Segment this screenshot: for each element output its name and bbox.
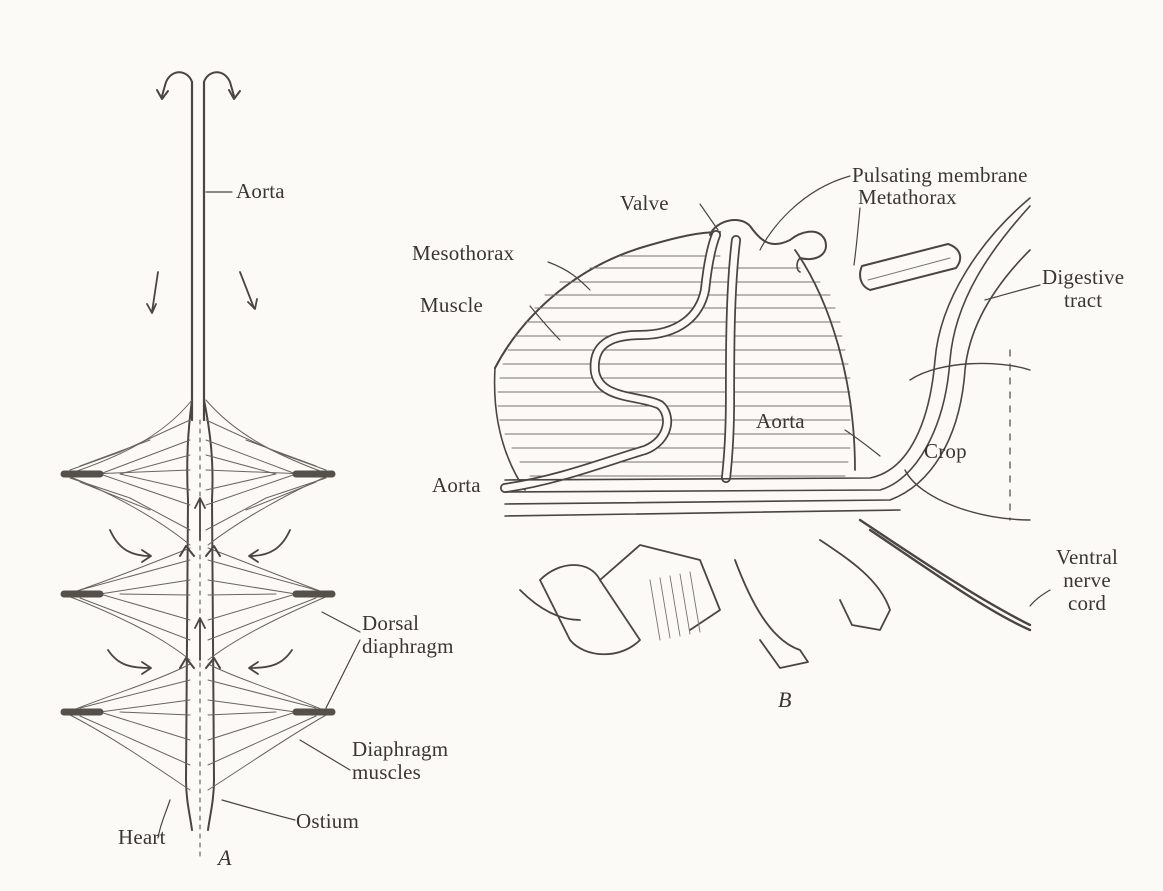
- label-mesothorax: Mesothorax: [412, 242, 514, 265]
- label-aorta-a: Aorta: [236, 180, 285, 203]
- pulsating-membrane: [710, 220, 826, 259]
- label-aorta-b-inner: Aorta: [756, 410, 805, 433]
- dorsal-diaphragm-3: [68, 664, 328, 790]
- label-diaphragm-muscles: Diaphragm muscles: [352, 738, 448, 784]
- label-muscle: Muscle: [420, 294, 483, 317]
- label-metathorax: Metathorax: [858, 186, 957, 209]
- panel-a-drawing: [64, 72, 360, 860]
- aorta-tube: [192, 82, 204, 420]
- ventral-nerve-cord-line: [860, 520, 1030, 630]
- label-ostium: Ostium: [296, 810, 359, 833]
- dorsal-diaphragm-2: [68, 548, 328, 660]
- dorsal-diaphragm-1: [68, 400, 328, 545]
- aorta-loop: [505, 235, 716, 488]
- label-valve: Valve: [620, 192, 669, 215]
- label-heart: Heart: [118, 826, 166, 849]
- label-dorsal-diaphragm: Dorsal diaphragm: [362, 612, 454, 658]
- label-aorta-b-outer: Aorta: [432, 474, 481, 497]
- coxae: [520, 540, 890, 668]
- panel-letter-b: B: [778, 688, 792, 711]
- metathorax-plate: [860, 244, 960, 290]
- label-crop: Crop: [924, 440, 967, 463]
- panel-letter-a: A: [218, 846, 232, 869]
- label-ventral-nerve-cord: Ventral nerve cord: [1056, 546, 1118, 615]
- label-digestive-tract: Digestive tract: [1042, 266, 1124, 312]
- label-pulsating-membrane: Pulsating membrane: [852, 164, 1028, 187]
- muscle-hatching: [498, 256, 850, 476]
- flow-arrow-right: [240, 272, 254, 308]
